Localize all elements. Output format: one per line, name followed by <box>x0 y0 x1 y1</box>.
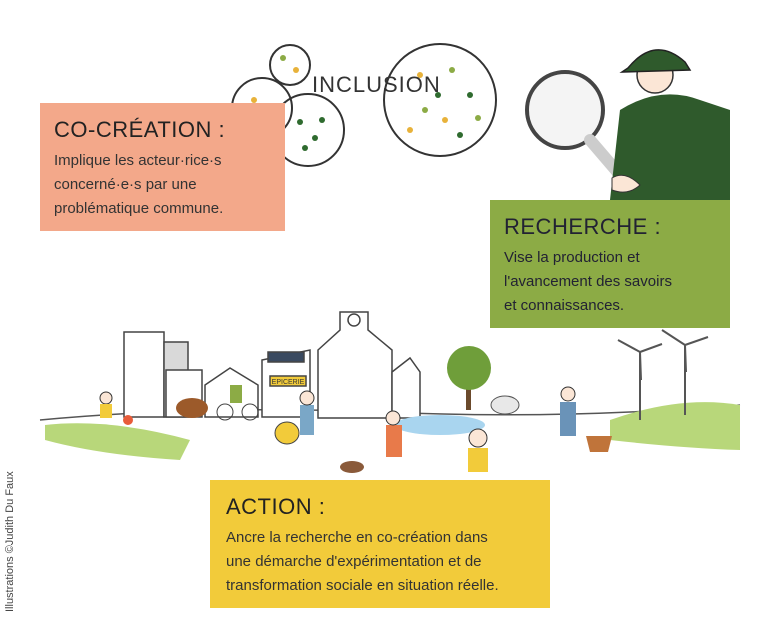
turbine-1 <box>617 339 663 420</box>
nature <box>395 346 520 435</box>
cocreation-line: concerné·e·s par une <box>54 176 197 193</box>
sheep <box>490 395 520 415</box>
parent-head <box>299 390 315 406</box>
recherche-line: et connaissances. <box>504 297 625 314</box>
action-line: transformation sociale en situation réel… <box>226 577 499 594</box>
researcher-hand <box>611 174 641 193</box>
shop-sign-text: EPICERIE <box>272 379 305 386</box>
musician-body <box>468 448 488 472</box>
farmer-head <box>560 386 576 402</box>
cocreation-line: problématique commune. <box>54 200 224 217</box>
action-box: ACTION : Ancre la recherche en co-créati… <box>210 480 550 608</box>
action-line: une démarche d'expérimentation et de <box>226 553 482 570</box>
town-hall <box>317 311 393 419</box>
action-text: Ancre la recherche en co-création dans u… <box>226 526 534 598</box>
cyclist-body <box>230 385 242 403</box>
cocreation-line: Implique les acteur·rice·s <box>54 152 222 169</box>
ball <box>123 415 133 425</box>
solar-panel <box>267 351 305 363</box>
large-circle <box>383 43 497 157</box>
recherche-line: l'avancement des savoirs <box>504 273 672 290</box>
illustration-credit: Illustrations ©Judith Du Faux <box>4 471 16 612</box>
elder-head <box>385 410 401 426</box>
house-2 <box>391 356 421 419</box>
recherche-line: Vise la production et <box>504 249 640 266</box>
hill-left <box>45 423 190 460</box>
wind-turbines <box>617 329 709 420</box>
child-body <box>100 404 112 418</box>
wheelbarrow <box>176 398 208 418</box>
cyclist-wheel-1 <box>216 403 234 421</box>
tree-crown <box>447 346 491 390</box>
hill-right <box>610 402 740 450</box>
recherche-title: RECHERCHE : <box>504 214 662 239</box>
cyclist-wheel-2 <box>241 403 259 421</box>
cocreation-title: CO-CRÉATION : <box>54 117 226 142</box>
tall-building <box>123 331 165 418</box>
researcher-figure <box>525 49 730 200</box>
turbine-2 <box>661 329 709 415</box>
researcher-hat <box>619 49 692 73</box>
cocreation-text: Implique les acteur·rice·s concerné·e·s … <box>54 149 271 221</box>
tree-trunk <box>466 375 471 410</box>
elder-body <box>386 425 402 457</box>
action-line: Ancre la recherche en co-création dans <box>226 529 488 546</box>
shop-sign <box>269 375 307 387</box>
clock-icon <box>347 313 361 327</box>
buildings <box>123 311 421 419</box>
magnifier-lens <box>525 70 605 150</box>
recherche-box: RECHERCHE : Vise la production et l'avan… <box>490 200 730 328</box>
inclusion-label: INCLUSION <box>312 72 441 97</box>
stroller <box>274 421 300 445</box>
recherche-text: Vise la production et l'avancement des s… <box>504 246 716 318</box>
people <box>99 385 612 473</box>
pond <box>395 415 485 435</box>
researcher-body <box>610 94 730 200</box>
parent-body <box>300 405 314 435</box>
dog <box>340 461 364 473</box>
cocreation-box: CO-CRÉATION : Implique les acteur·rice·s… <box>40 103 285 231</box>
vegetable-basket <box>586 436 612 452</box>
action-title: ACTION : <box>226 494 326 519</box>
small-circle <box>269 44 311 86</box>
child-head <box>99 391 113 405</box>
musician-head <box>468 428 488 448</box>
farmer-body <box>560 402 576 436</box>
